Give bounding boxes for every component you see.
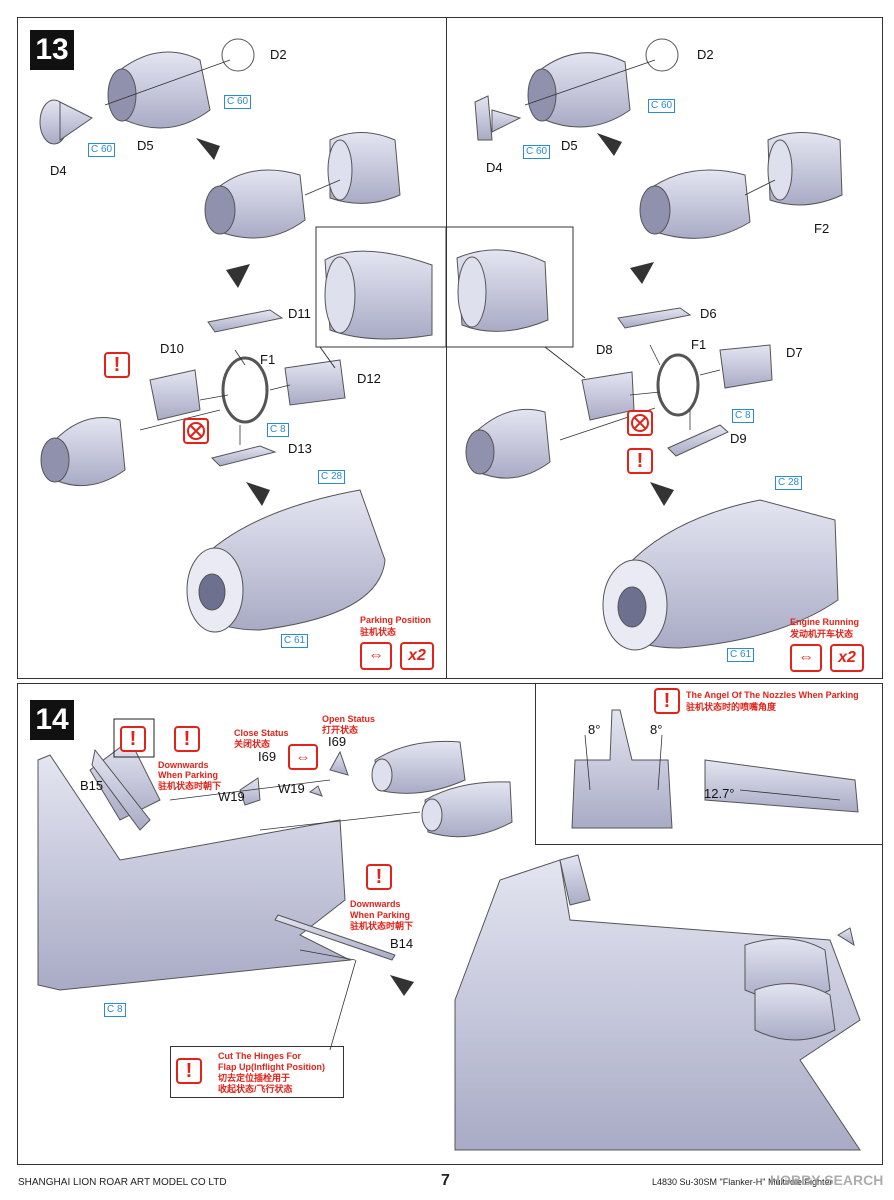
angle-label-right: 8°: [650, 722, 663, 737]
part-label-d6-right: D6: [700, 306, 717, 321]
downwards-en-1b: When Parking: [158, 770, 219, 780]
toggle-arrows-icon: ⇔: [288, 744, 318, 770]
downwards-cn-2: 驻机状态时朝下: [350, 921, 414, 931]
watermark: HOBBY SEARCH: [770, 1172, 884, 1188]
part-label-d5-left: D5: [137, 138, 154, 153]
nozzle-angle-inset: [535, 683, 883, 845]
both-sides-icon-right: ⇔: [790, 644, 822, 672]
part-label-i69-close: I69: [258, 749, 277, 764]
callout-c60-left-a: C 60: [224, 95, 252, 109]
part-label-d2-right: D2: [697, 47, 714, 62]
part-label-b14: B14: [390, 936, 414, 951]
do-not-glue-icon-left: [183, 418, 209, 444]
callout-c8-left: C 8: [267, 423, 289, 437]
part-label-d13-left: D13: [288, 441, 312, 456]
caution-icon-downwards-1: !: [174, 726, 200, 752]
cut-hinges-note: [170, 1046, 344, 1098]
part-label-w19-open: W19: [278, 781, 305, 796]
part-label-d7-right: D7: [786, 345, 803, 360]
cut-hinges-cn-1: 切去定位插栓用于: [218, 1073, 291, 1083]
cut-hinges-en-1: Cut The Hinges For: [218, 1051, 301, 1061]
step-14-number: 14: [30, 700, 74, 740]
part-label-d4-right: D4: [486, 160, 503, 175]
step-13-divider: [446, 17, 447, 679]
part-label-d4-left: D4: [50, 163, 67, 178]
part-label-d9-right: D9: [730, 431, 747, 446]
open-status-cn: 打开状态: [322, 725, 359, 735]
multiplier-badge-right: x2: [830, 644, 864, 672]
callout-c8-right: C 8: [732, 409, 754, 423]
downwards-cn-1: 驻机状态时朝下: [158, 781, 222, 791]
part-label-d8-right: D8: [596, 342, 613, 357]
close-status-en: Close Status: [234, 728, 289, 738]
downwards-en-1a: Downwards: [158, 760, 209, 770]
step-14-frame: [17, 683, 883, 1165]
caution-icon-cut-hinges: !: [176, 1058, 202, 1084]
mode-label-en-left: Parking Position: [360, 615, 432, 625]
caution-icon-downwards-2: !: [366, 864, 392, 890]
angle-label-side: 12.7°: [704, 786, 735, 801]
both-sides-icon-left: ⇔: [360, 642, 392, 670]
nozzle-angle-en: The Angel Of The Nozzles When Parking: [686, 690, 859, 700]
part-label-f2-right: F2: [814, 221, 830, 236]
footer-product: L4830 Su-30SM "Flanker-H" Multirole Figh…: [652, 1177, 833, 1187]
angle-label-left: 8°: [588, 722, 601, 737]
cut-hinges-cn-2: 收起状态/飞行状态: [218, 1084, 293, 1094]
callout-c28-left: C 28: [318, 470, 346, 484]
callout-c61-left: C 61: [281, 634, 309, 648]
mode-label-cn-right: 发动机开车状态: [790, 629, 854, 639]
downwards-en-2b: When Parking: [350, 910, 411, 920]
caution-icon-step13-right: !: [627, 448, 653, 474]
part-label-d11-left: D11: [288, 306, 311, 321]
callout-c61-right: C 61: [727, 648, 755, 662]
callout-c60-left-b: C 60: [88, 143, 116, 157]
cut-hinges-en-2: Flap Up(Inflight Position): [218, 1062, 325, 1072]
part-label-d2-left: D2: [270, 47, 287, 62]
part-label-f1-left: F1: [260, 352, 276, 367]
footer-page-number: 7: [441, 1172, 450, 1189]
downwards-en-2a: Downwards: [350, 899, 401, 909]
caution-icon-nozzle-angle: !: [654, 688, 680, 714]
part-label-d12-left: D12: [357, 371, 381, 386]
open-status-en: Open Status: [322, 714, 376, 724]
part-label-i69-open: I69: [328, 734, 347, 749]
callout-c8-step14: C 8: [104, 1003, 126, 1017]
footer-company: SHANGHAI LION ROAR ART MODEL CO LTD: [18, 1177, 227, 1188]
mode-label-cn-left: 驻机状态: [360, 627, 397, 637]
step-13-frame: [17, 17, 883, 679]
step-13-number: 13: [30, 30, 74, 70]
close-status-cn: 关闭状态: [234, 739, 271, 749]
caution-icon-step13-left: !: [104, 352, 130, 378]
do-not-glue-icon-right: [627, 410, 653, 436]
step-13-left-drawing: [39, 38, 843, 996]
nozzle-angle-cn: 驻机状态时的喷嘴角度: [686, 702, 777, 712]
callout-c60-right-b: C 60: [523, 145, 551, 159]
caution-icon-b15: !: [120, 726, 146, 752]
multiplier-badge-left: x2: [400, 642, 434, 670]
part-label-f1-right: F1: [691, 337, 707, 352]
part-label-d10-left: D10: [160, 341, 184, 356]
callout-c60-right-a: C 60: [648, 99, 676, 113]
callout-c28-right: C 28: [775, 476, 803, 490]
part-label-d5-right: D5: [561, 138, 578, 153]
mode-label-en-right: Engine Running: [790, 617, 859, 627]
part-label-b15: B15: [80, 778, 104, 793]
part-label-w19-close: W19: [218, 789, 245, 804]
